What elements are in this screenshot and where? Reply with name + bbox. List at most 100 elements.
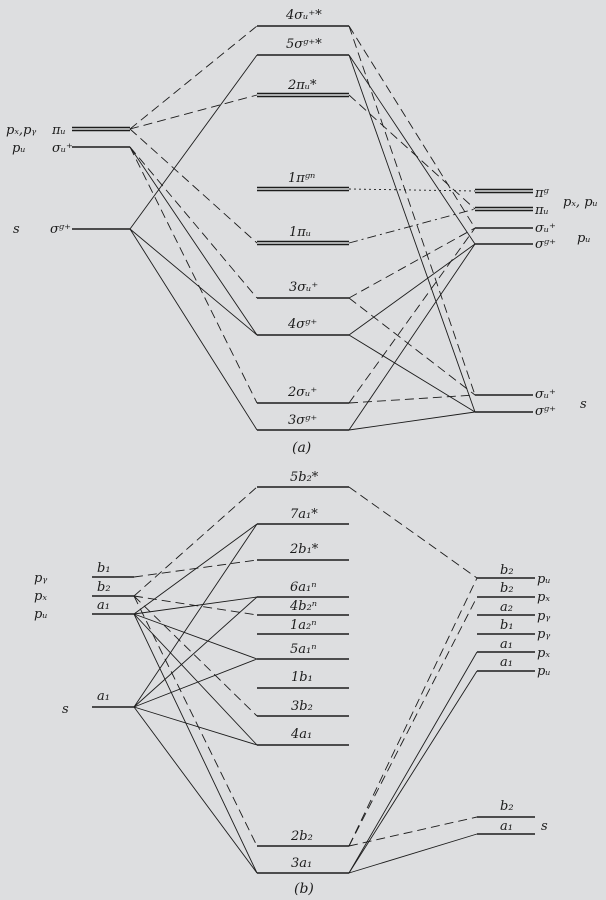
- connector-ma9-ra6: [348, 411, 476, 431]
- connector-la2-ma8: [129, 146, 258, 404]
- connector-mb11-rb2: [348, 596, 478, 847]
- connector-mb11-rb1: [348, 577, 478, 847]
- mo-label-5b2-star: 5b₂*: [290, 470, 319, 485]
- atomic-label-py-left-b: pᵧ: [34, 571, 47, 586]
- connector-ma1-ra5: [348, 25, 476, 396]
- atomic-label-s-right-b: s: [541, 819, 548, 834]
- connector-la2-ma7: [129, 146, 258, 336]
- connector-ma7-ra4: [348, 243, 476, 336]
- left-level-label-sigma-g: σᵍ⁺: [50, 222, 71, 237]
- energy-levels: [72, 25, 535, 874]
- atomic-label-px-pz-right: pₓ, pᵤ: [563, 195, 598, 210]
- connector-lb3-mb7: [133, 613, 258, 660]
- mo-label-2pi-u-star: 2πᵤ*: [287, 78, 317, 93]
- connector-ma7-ra6: [348, 334, 476, 413]
- mo-label-5a1-n: 5a₁ⁿ: [290, 642, 317, 657]
- atomic-label-pz-right-2: pᵤ: [537, 664, 551, 679]
- atomic-label-px-py-left: pₓ,pᵧ: [6, 123, 36, 138]
- mo-label-3b2: 3b₂: [291, 699, 313, 714]
- atomic-label-px-right-1: pₓ: [537, 590, 550, 605]
- atomic-label-pz-left-b: pᵤ: [34, 607, 48, 622]
- mo-label-3a1: 3a₁: [291, 856, 312, 871]
- mo-label-2b1-star: 2b₁*: [289, 542, 319, 557]
- mo-label-4sigma-g: 4σᵍ⁺: [287, 317, 317, 332]
- left-level-label-b2: b₂: [97, 580, 111, 595]
- right-level-label-sigma-u-2: σᵤ⁺: [535, 387, 556, 402]
- left-level-label-a1-s: a₁: [97, 689, 110, 704]
- mo-label-1b1: 1b₁: [291, 670, 313, 685]
- connector-ma6-ra5: [348, 297, 476, 396]
- connector-la3-ma2: [129, 54, 258, 230]
- atomic-label-py-right-2: pᵧ: [537, 627, 550, 642]
- connector-lb2-mb11: [133, 595, 258, 847]
- mo-label-3sigma-g: 3σᵍ⁺: [288, 413, 317, 428]
- left-level-label-b1: b₁: [97, 561, 111, 576]
- mo-label-1pi-g-n: 1πᵍⁿ: [288, 171, 315, 186]
- right-level-label-a1-2: a₁: [500, 655, 513, 670]
- diagram-a: pₓ,pᵧ pᵤ s πᵤ σᵤ⁺ σᵍ⁺ 4σᵤ⁺* 5σᵍ⁺* 2πᵤ* 1…: [6, 8, 598, 456]
- mo-label-5sigma-g-star: 5σᵍ⁺*: [286, 37, 322, 52]
- mo-label-2b2: 2b₂: [290, 829, 313, 844]
- atomic-label-pz-right: pᵤ: [577, 231, 591, 246]
- connector-lb4-mb2: [133, 523, 258, 708]
- left-level-label-a1: a₁: [97, 598, 110, 613]
- right-level-label-pi-u: πᵤ: [534, 203, 549, 218]
- right-level-label-pi-g: πᵍ: [534, 186, 550, 201]
- connector-la1-ma3: [129, 94, 258, 130]
- connector-lb2-mb9: [133, 595, 258, 717]
- mo-label-4a1: 4a₁: [290, 727, 312, 742]
- connector-ma8-ra3: [348, 227, 476, 404]
- atomic-label-pz-right-1: pᵤ: [537, 572, 551, 587]
- right-level-label-a2: a₂: [500, 600, 513, 615]
- atomic-label-pz-left: pᵤ: [12, 141, 26, 156]
- mo-label-4sigma-u-star: 4σᵤ⁺*: [285, 8, 322, 23]
- connector-ma5-ra2: [348, 208, 476, 244]
- mo-label-3sigma-u: 3σᵤ⁺: [289, 280, 318, 295]
- connector-lb4-mb12: [133, 706, 258, 874]
- caption-a: (a): [292, 440, 311, 456]
- connector-mb11-rb7: [348, 816, 478, 847]
- connector-mb12-rb8: [348, 833, 478, 874]
- connector-ma8-ra5: [348, 394, 476, 404]
- connector-ma3-ra2: [348, 94, 476, 210]
- atomic-label-s-left-b: s: [62, 702, 69, 717]
- mo-label-7a1-star: 7a₁*: [290, 507, 318, 522]
- connector-ma1-ra3: [348, 25, 476, 229]
- connector-ma4-ra1: [348, 188, 476, 192]
- right-level-label-a1-s: a₁: [500, 819, 513, 834]
- atomic-label-px-left-b: pₓ: [34, 589, 47, 604]
- atomic-label-s-left: s: [13, 222, 20, 237]
- right-level-label-sigma-u-1: σᵤ⁺: [535, 221, 556, 236]
- mo-label-1a2-n: 1a₂ⁿ: [290, 618, 317, 633]
- connector-lb4-mb10: [133, 706, 258, 746]
- right-level-label-b1: b₁: [500, 618, 514, 633]
- connector-lb3-mb12: [133, 613, 258, 874]
- right-level-label-b2-1: b₂: [500, 563, 514, 578]
- right-level-label-b2-2: b₂: [500, 581, 514, 596]
- mo-label-2sigma-u: 2σᵤ⁺: [287, 385, 317, 400]
- connector-la1-ma5: [129, 128, 258, 244]
- mo-label-6a1-n: 6a₁ⁿ: [290, 580, 317, 595]
- connector-lb4-mb7: [133, 658, 258, 708]
- diagram-b: pᵧ pₓ pᵤ s b₁ b₂ a₁ a₁ 5b₂* 7a₁* 2b₁* 6a…: [34, 470, 551, 897]
- connector-ma2-ra4: [348, 54, 476, 245]
- connector-lb4-mb4: [133, 596, 258, 708]
- correlation-lines: [129, 25, 478, 874]
- connector-la3-ma9: [129, 228, 258, 431]
- mo-label-1pi-u: 1πᵤ: [289, 225, 311, 240]
- atomic-label-py-right-1: pᵧ: [537, 609, 550, 624]
- right-level-label-a1-1: a₁: [500, 637, 513, 652]
- connector-lb3-mb2: [133, 523, 258, 615]
- right-level-label-sigma-g-1: σᵍ⁺: [535, 237, 556, 252]
- connector-lb3-mb10: [133, 613, 258, 746]
- right-level-label-sigma-g-2: σᵍ⁺: [535, 404, 556, 419]
- atomic-label-px-right-2: pₓ: [537, 646, 550, 661]
- left-level-label-pi-u: πᵤ: [51, 123, 66, 138]
- connector-mb1-rb1: [348, 486, 478, 579]
- atomic-label-s-right: s: [580, 397, 587, 412]
- left-level-label-sigma-u: σᵤ⁺: [52, 141, 73, 156]
- connector-mb12-rb5: [348, 651, 478, 874]
- connector-ma9-ra4: [348, 243, 476, 431]
